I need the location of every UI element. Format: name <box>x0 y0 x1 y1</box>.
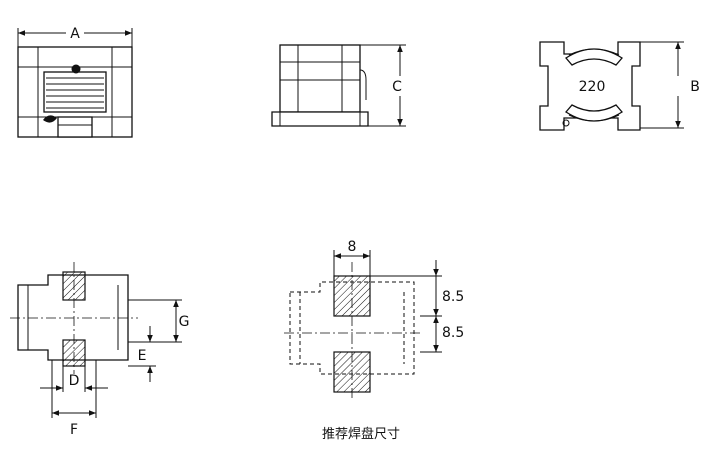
dim-label-f: F <box>70 422 78 438</box>
top-view: 220 B <box>539 41 700 131</box>
dim-label-a: A <box>70 26 80 42</box>
bottom-view: G E D F <box>10 262 189 438</box>
dim-label-b: B <box>690 79 700 95</box>
side-view: C <box>271 44 406 127</box>
dim-label-d: D <box>69 373 80 389</box>
dim-label-c: C <box>392 79 402 95</box>
pad-width-label: 8 <box>348 239 357 255</box>
component-marking: 220 <box>579 79 606 95</box>
pitch-lower-label: 8.5 <box>442 325 464 341</box>
dim-label-e: E <box>138 348 147 364</box>
pad-layout: 8 8.5 8.5 推荐焊盘尺寸 <box>284 239 464 442</box>
front-view: A <box>17 26 133 138</box>
pad-layout-caption: 推荐焊盘尺寸 <box>322 426 400 442</box>
pitch-upper-label: 8.5 <box>442 289 464 305</box>
dim-label-g: G <box>179 314 190 330</box>
